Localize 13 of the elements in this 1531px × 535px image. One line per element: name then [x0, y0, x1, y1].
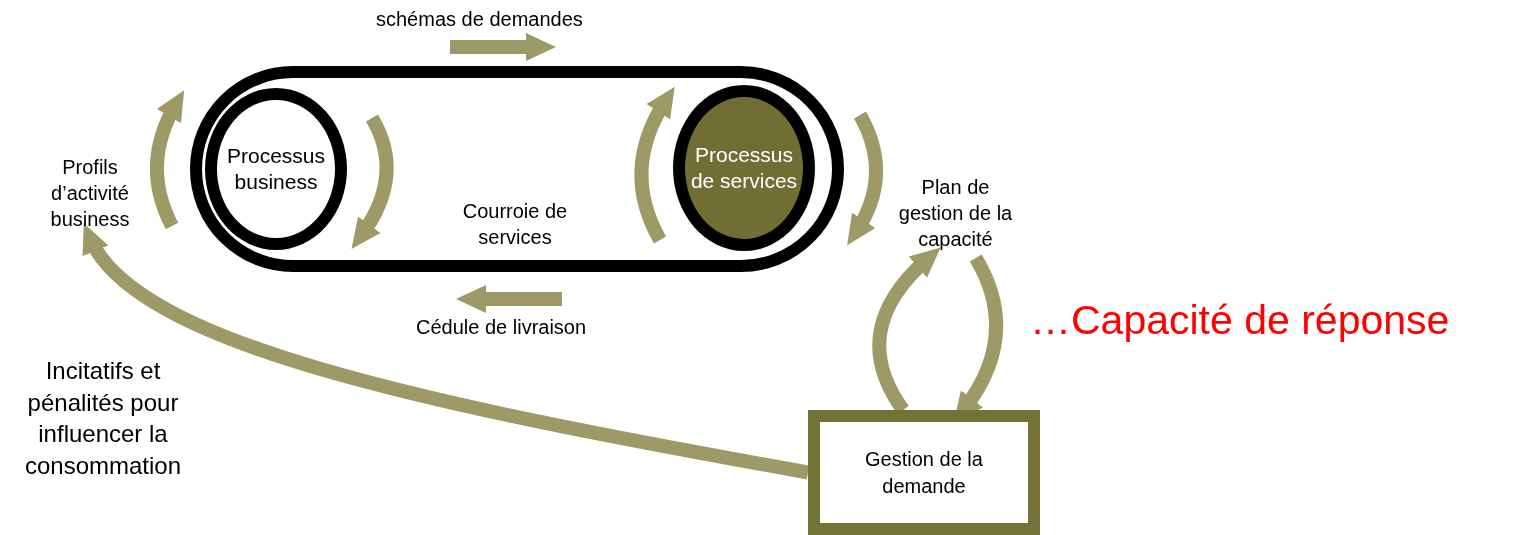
flow-label: schémas de demandes	[376, 8, 583, 31]
tagline-text: …Capacité de réponse	[1030, 297, 1450, 344]
belt-label: Courroie de services	[461, 199, 569, 250]
conveyor-belt	[190, 66, 844, 272]
process-circle	[673, 85, 815, 251]
node-text: Processus business	[225, 142, 326, 195]
node-text: Profils d’activité business	[49, 155, 131, 232]
process-box	[808, 410, 1040, 535]
curved-arrow	[81, 224, 810, 480]
node-text: Processus de services	[689, 141, 799, 194]
node-text: Gestion de la demande	[864, 446, 984, 499]
flow-label: Cédule de livraison	[416, 316, 587, 339]
node-text: Plan de gestion de la capacité	[897, 175, 1014, 252]
